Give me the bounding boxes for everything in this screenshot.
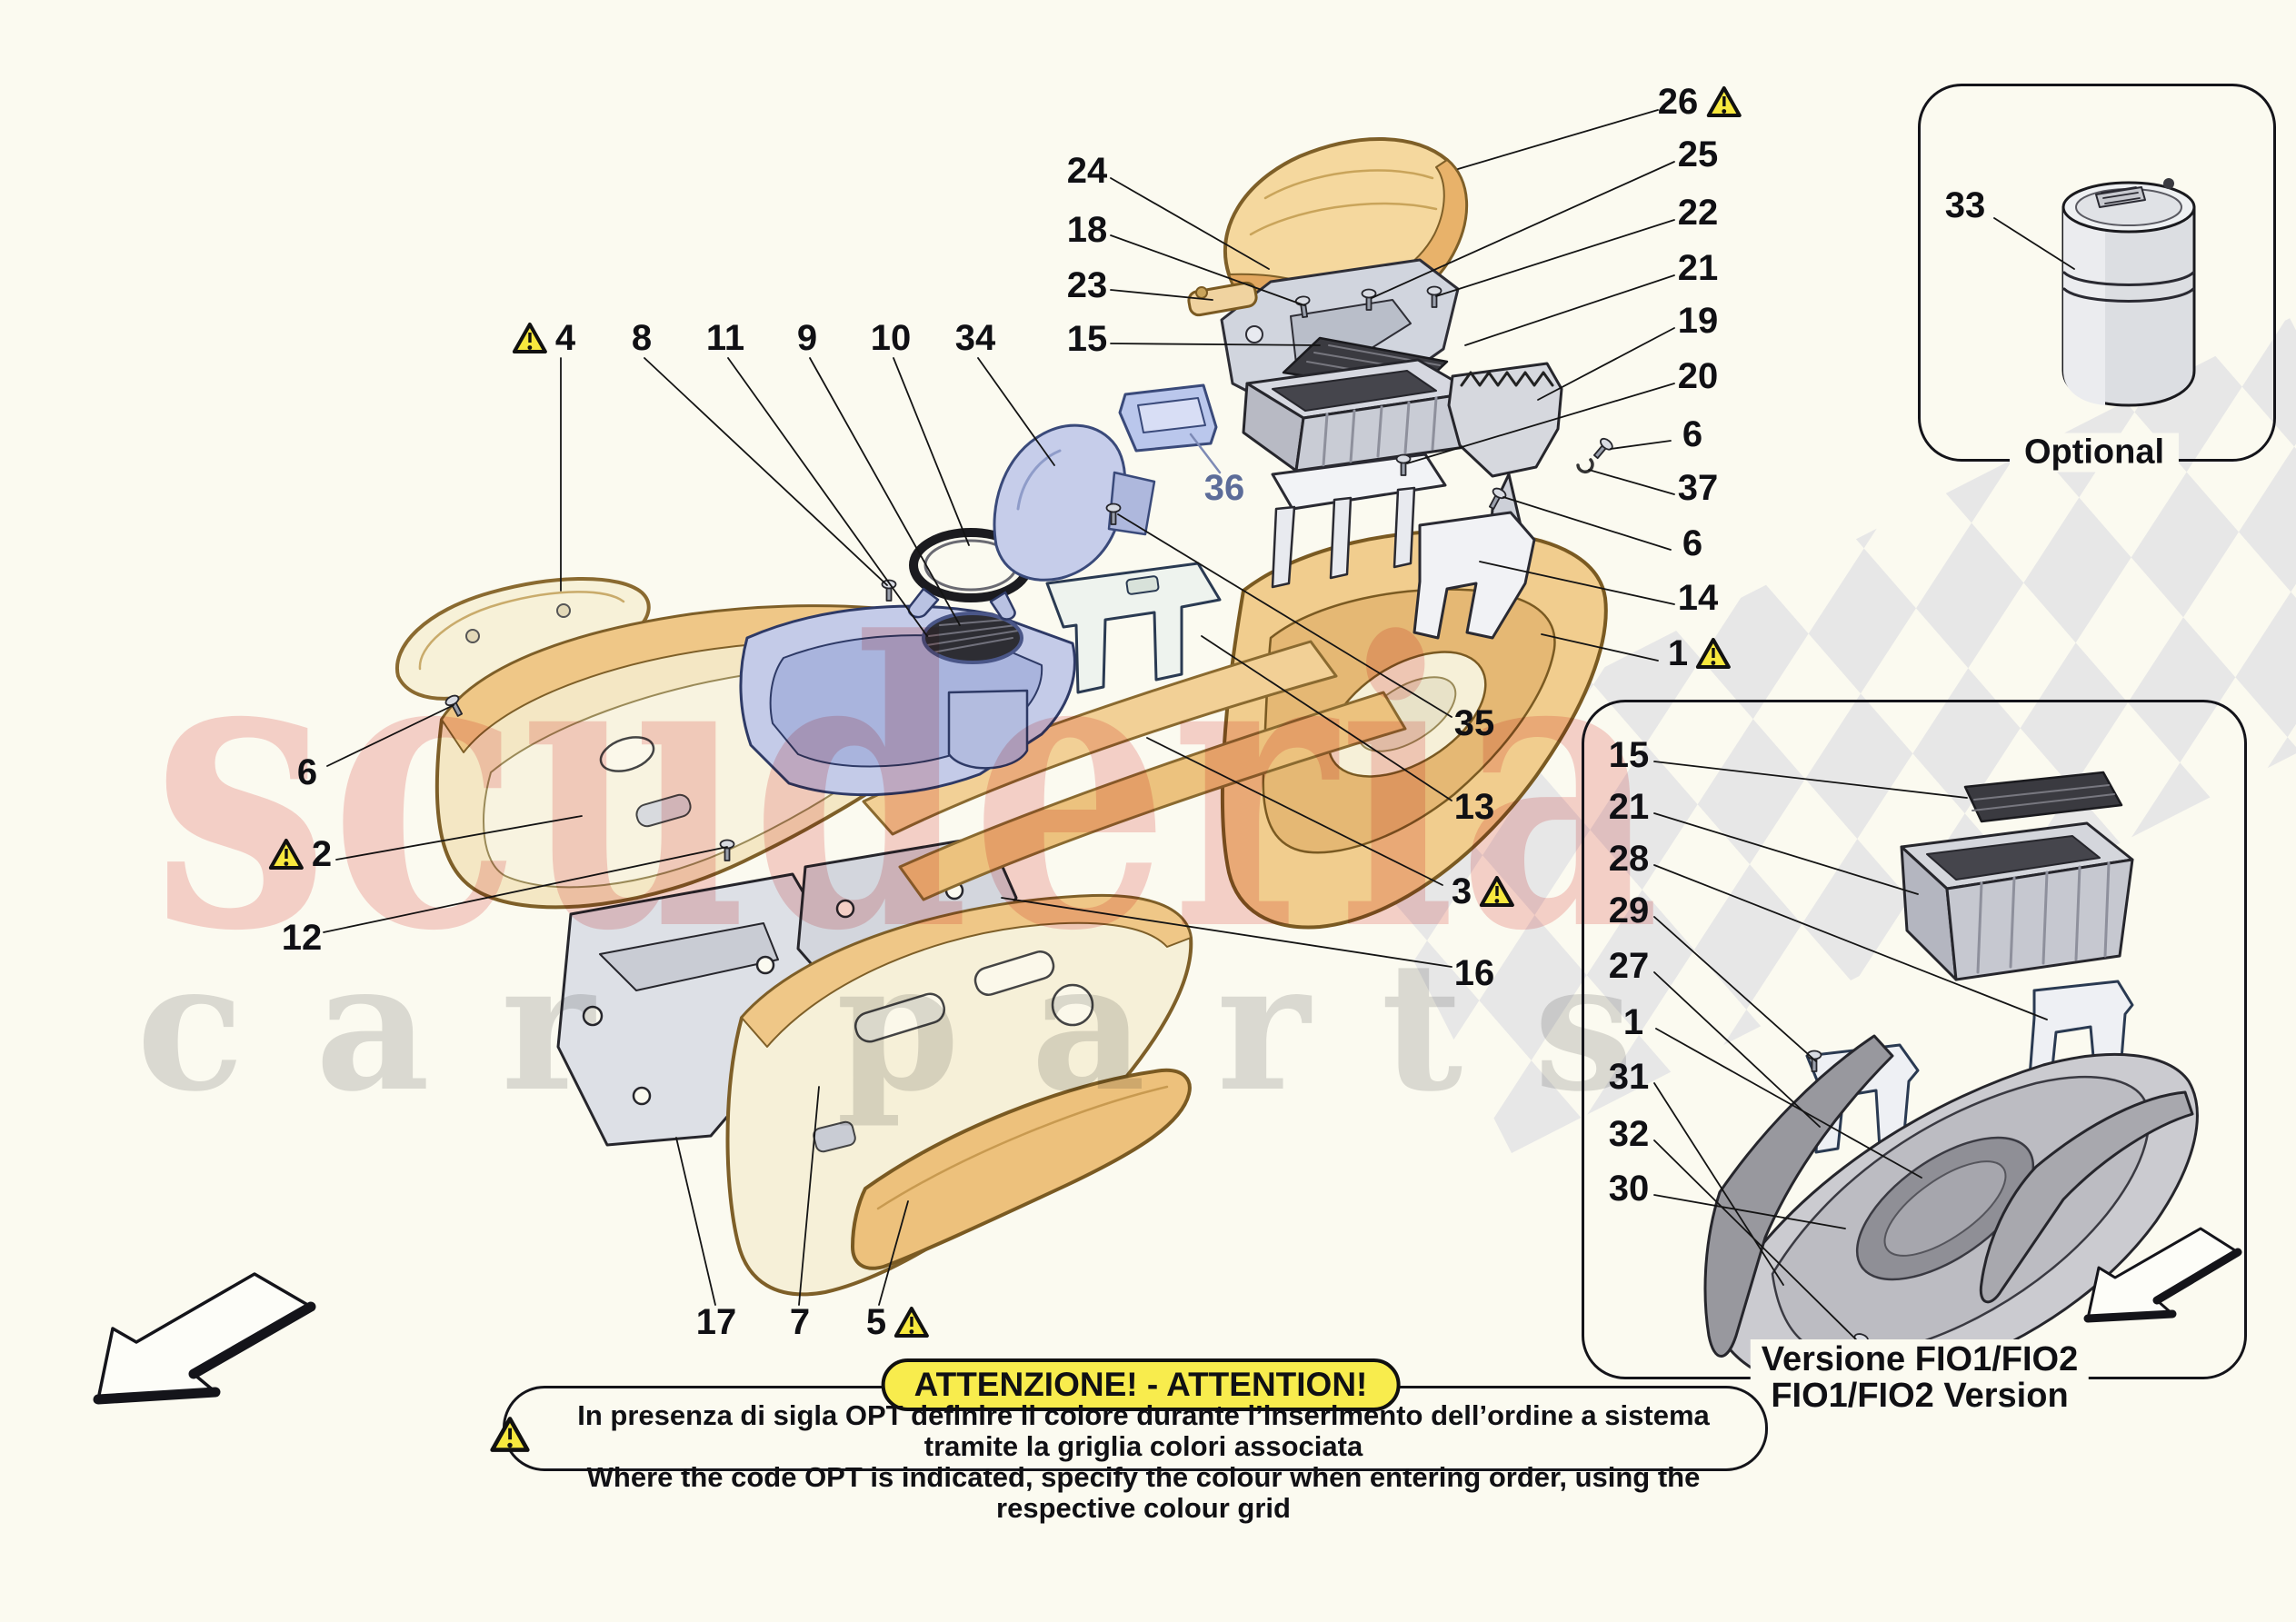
- callout-2: 2: [268, 836, 332, 872]
- warning-icon: [1695, 637, 1732, 670]
- callout-25: 25: [1677, 134, 1719, 174]
- part-tunnel-cover: [993, 423, 1156, 582]
- callout-28: 28: [1608, 839, 1650, 879]
- leader-line-blue: [1189, 433, 1222, 474]
- callout-37: 37: [1677, 468, 1719, 508]
- part-side-panel-lower: [725, 893, 1193, 1297]
- fio-version-box: [1582, 700, 2247, 1379]
- inset-side-blade-left: [1703, 1034, 1894, 1358]
- callout-24: 24: [1066, 151, 1108, 191]
- part-cup-holder-housing: [739, 604, 1076, 797]
- warning-icon: [1479, 875, 1515, 908]
- part-center-bracket: [1045, 562, 1222, 694]
- callout-22: 22: [1677, 193, 1719, 233]
- inset-side-blade-right: [1979, 1090, 2194, 1304]
- part-support-bracket: [1413, 511, 1536, 640]
- callout-31: 31: [1608, 1057, 1650, 1097]
- callout-21: 21: [1677, 248, 1719, 288]
- leader-lines: [323, 109, 2075, 1346]
- callout-1: 1: [1622, 1002, 1644, 1042]
- callout-4: 4: [512, 320, 575, 356]
- part-tunnel-trim-strips: [862, 640, 1407, 901]
- callout-36: 36: [1203, 468, 1245, 508]
- part-storage-box: [1242, 358, 1476, 473]
- callout-15: 15: [1608, 735, 1650, 775]
- callout-34: 34: [954, 318, 996, 358]
- big-arrow-icon: [93, 1272, 316, 1405]
- warning-icon: [893, 1306, 930, 1338]
- callout-6: 6: [1682, 414, 1703, 454]
- callout-29: 29: [1608, 891, 1650, 930]
- callout-21: 21: [1608, 787, 1650, 827]
- callout-5: 5: [866, 1304, 930, 1340]
- callout-18: 18: [1066, 210, 1108, 250]
- attention-text: In presenza di sigla OPT definire il col…: [530, 1400, 1757, 1524]
- optional-box: [1918, 84, 2276, 462]
- callout-17: 17: [695, 1302, 737, 1342]
- part-latch: [1187, 281, 1258, 317]
- attention-header: ATTENZIONE! - ATTENTION!: [881, 1358, 1401, 1411]
- callout-32: 32: [1608, 1114, 1650, 1154]
- callout-35: 35: [1453, 703, 1495, 743]
- attention-line-en: Where the code OPT is indicated, specify…: [586, 1461, 1701, 1524]
- part-trim-blade: [851, 1068, 1192, 1270]
- callout-6: 6: [296, 752, 318, 792]
- callout-1: 1: [1668, 635, 1732, 672]
- optional-box-label: Optional: [2009, 433, 2180, 473]
- callout-12: 12: [281, 918, 323, 958]
- callout-19: 19: [1677, 301, 1719, 341]
- warning-icon: [1705, 85, 1742, 118]
- callout-26: 26: [1658, 84, 1742, 120]
- callout-15: 15: [1066, 319, 1108, 359]
- warning-icon: [512, 322, 548, 354]
- callout-7: 7: [789, 1302, 811, 1342]
- warning-icon: [268, 838, 304, 871]
- callout-10: 10: [870, 318, 912, 358]
- part-optional-cup: [2061, 178, 2196, 407]
- warning-icon: [489, 1416, 531, 1458]
- callout-23: 23: [1066, 265, 1108, 305]
- callout-20: 20: [1677, 356, 1719, 396]
- callout-3: 3: [1452, 873, 1515, 910]
- callout-33: 33: [1944, 185, 1986, 225]
- part-storage-tray: [1118, 383, 1218, 453]
- callout-14: 14: [1677, 578, 1719, 618]
- callout-13: 13: [1453, 787, 1495, 827]
- callout-30: 30: [1608, 1169, 1650, 1209]
- callout-11: 11: [705, 318, 745, 358]
- callout-9: 9: [796, 318, 818, 358]
- callout-16: 16: [1453, 953, 1495, 993]
- fio-version-label: Versione FIO1/FIO2 FIO1/FIO2 Version: [1750, 1339, 2090, 1416]
- callout-6: 6: [1682, 523, 1703, 563]
- callout-27: 27: [1608, 946, 1650, 986]
- part-console-tunnel: [1220, 529, 1608, 930]
- callout-8: 8: [631, 318, 653, 358]
- inset-storage-mat: [1963, 771, 2123, 823]
- fio-version-line2: FIO1/FIO2 Version: [1771, 1377, 2069, 1415]
- fio-version-line1: Versione FIO1/FIO2: [1761, 1340, 2079, 1378]
- inset-storage-bin: [1900, 821, 2134, 981]
- screw-fasteners: [443, 285, 1871, 1358]
- inset-arrow-icon: [2083, 1227, 2242, 1323]
- attention-line-it: In presenza di sigla OPT definire il col…: [577, 1399, 1710, 1462]
- checkered-flag-watermark: [1333, 318, 2296, 1153]
